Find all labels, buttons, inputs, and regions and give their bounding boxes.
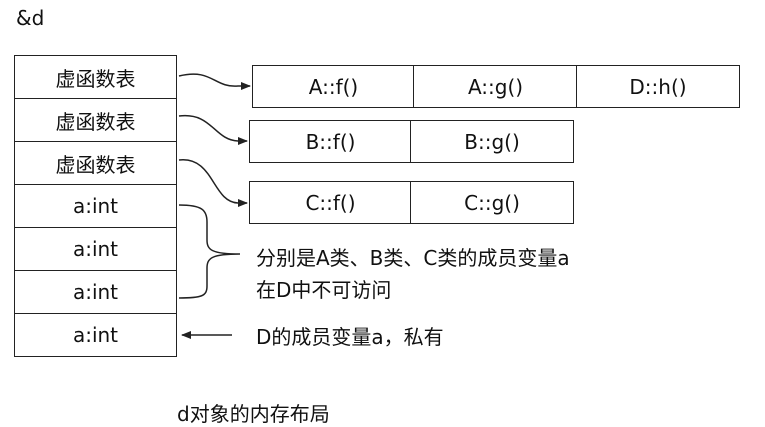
- vtable-entry: B::g(): [410, 120, 574, 163]
- vtable-entry: D::h(): [576, 65, 740, 108]
- member-cell: a:int: [14, 270, 177, 314]
- vtable-b-pointer-arrow: [178, 114, 248, 145]
- inherited-members-note-line2: 在D中不可访问: [256, 278, 392, 302]
- member-cell: a:int: [14, 313, 177, 357]
- vtable-entry: C::f(): [249, 181, 412, 224]
- vtable-c-pointer-arrow: [178, 159, 248, 207]
- vtable-entry: C::g(): [410, 181, 574, 224]
- diagram-caption: d对象的内存布局: [177, 402, 330, 426]
- vtable-entry: A::g(): [413, 65, 578, 108]
- vtable-pointer-cell: 虚函数表: [14, 55, 177, 99]
- reference-label: &d: [16, 6, 45, 30]
- vtable-pointer-cell: 虚函数表: [14, 98, 177, 142]
- vtable-entry: A::f(): [252, 65, 415, 108]
- vtable-a-pointer-arrow: [178, 73, 251, 90]
- member-cell: a:int: [14, 227, 177, 271]
- inherited-members-note-line1: 分别是A类、B类、C类的成员变量a: [256, 246, 570, 270]
- curly-brace: [178, 204, 241, 299]
- vtable-entry: B::f(): [249, 120, 412, 163]
- private-member-note: D的成员变量a，私有: [256, 325, 444, 349]
